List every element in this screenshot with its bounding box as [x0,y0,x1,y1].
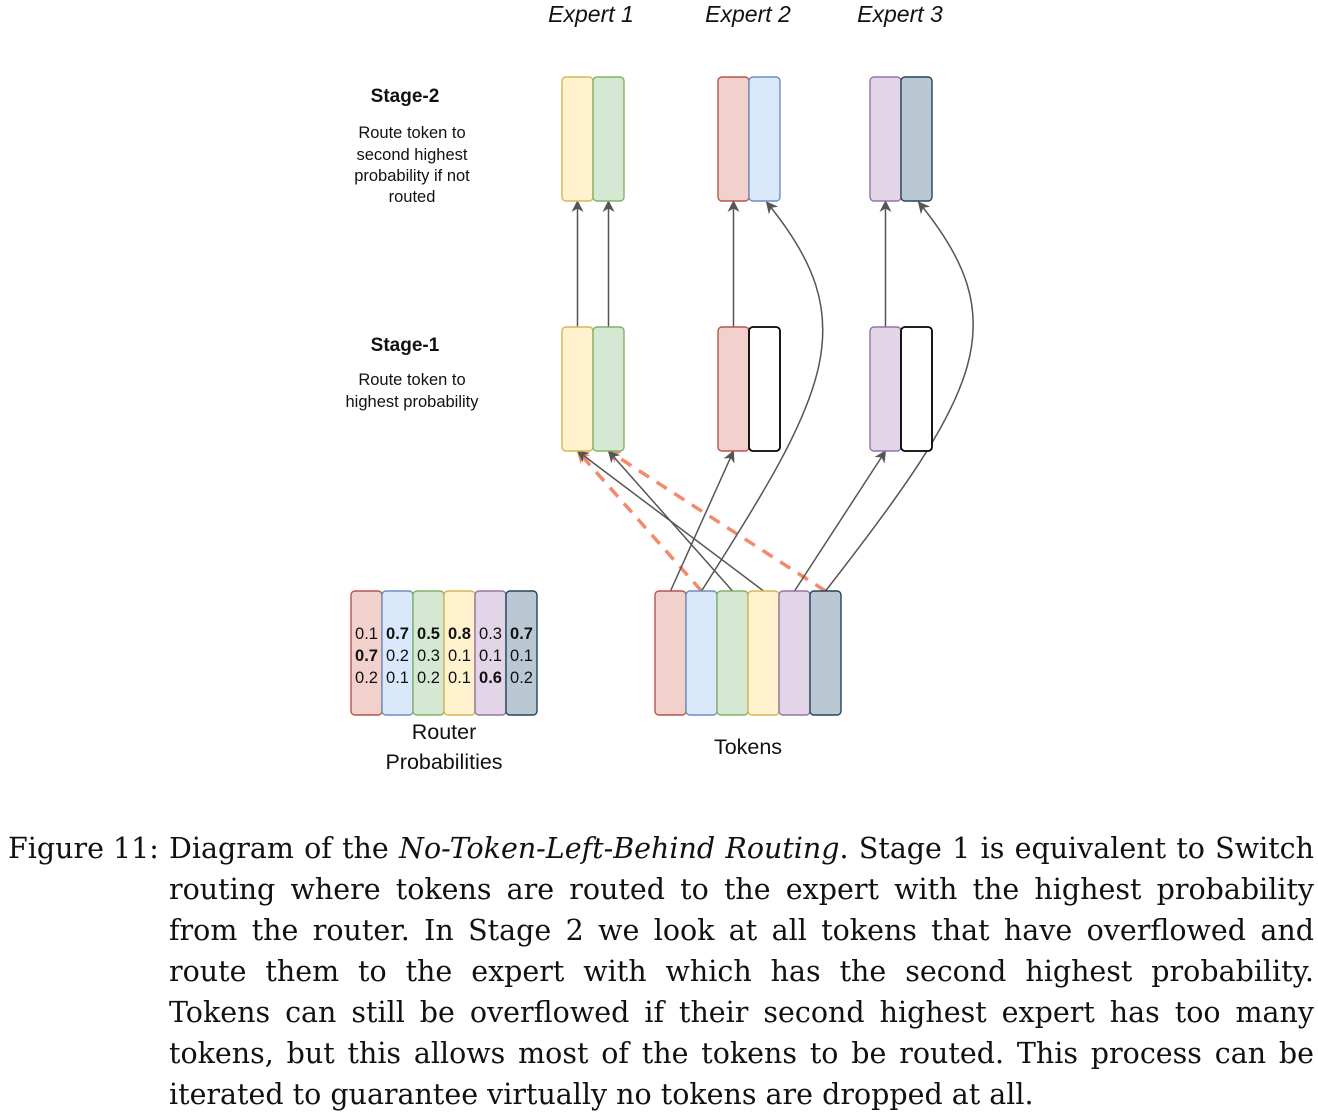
filled-slot [748,76,781,202]
router-probability: 0.8 [448,625,471,643]
router-probability: 0.7 [386,625,409,643]
caption-method-name: No-Token-Left-Behind Routing [399,832,840,865]
router-column: 0.7 0.1 0.2 [505,590,538,716]
stage-1-description: Stage-1 Route token to highest probabili… [346,335,480,411]
router-probability: 0.1 [510,647,533,665]
router-probability: 0.2 [355,669,378,687]
router-probability: 0.5 [417,625,440,643]
router-probabilities: 0.10.70.20.70.20.10.50.30.20.80.10.10.30… [350,590,538,716]
token [747,590,780,716]
stage-1-title: Stage-1 [371,335,440,356]
router-column: 0.3 0.1 0.6 [474,590,507,716]
token [778,590,811,716]
stage-1-route-arrow [793,450,887,592]
stage-2-reroute-arrow [700,201,824,592]
router-label-line: Router [412,720,477,744]
token [654,590,687,716]
filled-slot [869,326,902,452]
stage-2-desc-line: probability if not [354,167,470,185]
filled-slot [561,326,594,452]
stage-1-desc-line: Route token to [358,371,465,389]
router-probability: 0.1 [448,647,471,665]
router-probability: 0.2 [386,647,409,665]
stage2-expert-2-buffer [717,76,781,202]
stage-1-route-arrow [576,450,764,592]
figure-label: Figure 11: [8,832,159,865]
filled-slot [869,76,902,202]
router-column: 0.7 0.2 0.1 [381,590,414,716]
stage-2-expert-buffers [561,76,933,202]
stage1-expert-3-buffer [869,326,933,452]
stage1-expert-2-buffer [717,326,781,452]
router-probability: 0.1 [386,669,409,687]
filled-slot [717,76,750,202]
router-column: 0.5 0.3 0.2 [412,590,445,716]
stage-1-route-arrow [669,450,735,592]
stage-1-desc-line: highest probability [346,393,480,411]
filled-slot [561,76,594,202]
caption-text: Diagram of the [169,832,400,865]
figure-caption: Figure 11: Diagram of the No-Token-Left-… [8,828,1314,1115]
filled-slot [717,326,750,452]
router-probability: 0.6 [479,669,502,687]
routing-diagram: Expert 1 Expert 2 Expert 3 Stage-2 Route… [346,1,974,774]
router-probability: 0.1 [355,625,378,643]
router-probability: 0.7 [510,625,533,643]
expert-2-label: Expert 2 [705,1,791,27]
token-sequence [654,590,842,716]
tokens-label: Tokens [714,735,782,759]
token [685,590,718,716]
routing-arrows [571,200,974,593]
stage-2-reroute-arrow [824,201,974,592]
empty-slot [900,326,933,452]
token [809,590,842,716]
caption-text: . Stage 1 is equivalent to Switch routin… [169,832,1314,1111]
stage1-expert-1-buffer [561,326,625,452]
router-probability: 0.2 [510,669,533,687]
router-label-line: Probabilities [385,750,502,774]
stage-1-expert-buffers [561,326,933,452]
stage-2-desc-line: routed [389,188,436,206]
caption-body: Diagram of the No-Token-Left-Behind Rout… [169,828,1314,1115]
expert-3-label: Expert 3 [857,1,943,27]
router-probability: 0.1 [448,669,471,687]
router-probability: 0.3 [417,647,440,665]
token [716,590,749,716]
filled-slot [592,326,625,452]
router-probability: 0.7 [355,647,378,665]
stage-2-description: Stage-2 Route token to second highest pr… [354,86,470,206]
filled-slot [900,76,933,202]
stage-2-title: Stage-2 [371,86,440,107]
router-column: 0.1 0.7 0.2 [350,590,383,716]
expert-headers: Expert 1 Expert 2 Expert 3 [548,1,943,27]
stage-2-desc-line: Route token to [358,124,465,142]
router-probability: 0.3 [479,625,502,643]
stage-2-desc-line: second highest [357,146,468,164]
filled-slot [592,76,625,202]
router-probability: 0.1 [479,647,502,665]
router-column: 0.8 0.1 0.1 [443,590,476,716]
router-probability: 0.2 [417,669,440,687]
stage2-expert-3-buffer [869,76,933,202]
stage2-expert-1-buffer [561,76,625,202]
router-column-box [505,590,538,716]
expert-1-label: Expert 1 [548,1,634,27]
overflow-dropped-arrow [607,449,827,593]
empty-slot [748,326,781,452]
